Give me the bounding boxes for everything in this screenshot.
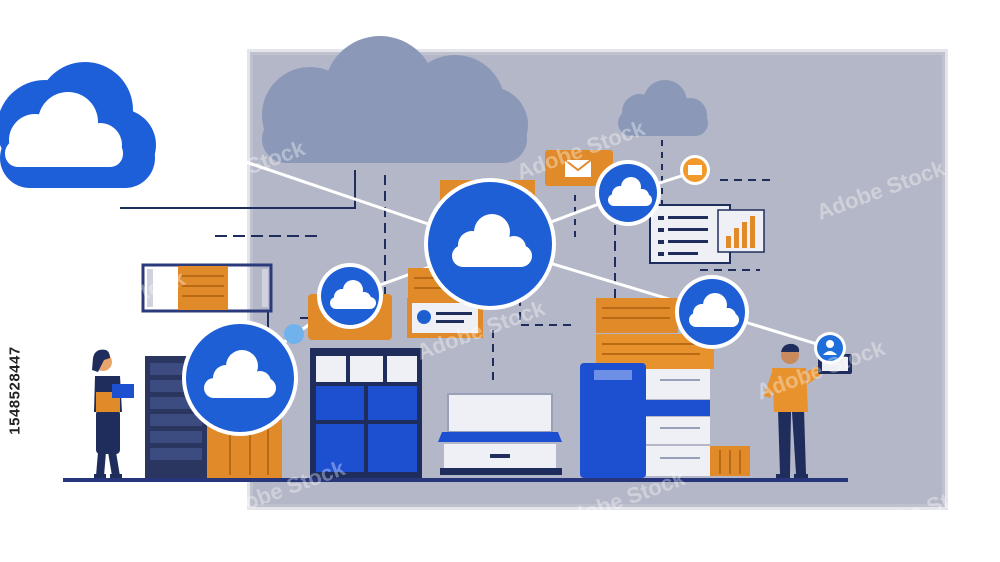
person-right bbox=[764, 343, 852, 478]
cloud-node-icon bbox=[182, 320, 298, 436]
svg-text:Adobe Stock: Adobe Stock bbox=[713, 0, 849, 45]
stock-id-text: 1548528447 bbox=[6, 345, 24, 435]
envelope-box bbox=[545, 150, 613, 186]
large-cloud-logo-icon bbox=[0, 62, 156, 188]
svg-text:Adobe Stock: Adobe Stock bbox=[33, 0, 169, 45]
svg-text:Adobe Stock: Adobe Stock bbox=[373, 0, 509, 35]
cloud-node-icon bbox=[675, 275, 749, 349]
gray-cloud-small-icon bbox=[618, 80, 708, 136]
stock-id-label: 1548528447 bbox=[2, 300, 28, 480]
cloud-node-icon bbox=[317, 263, 383, 329]
cloud-node-icon bbox=[424, 178, 556, 310]
gray-cloud-large-icon bbox=[262, 36, 528, 163]
rack-frame bbox=[141, 263, 273, 313]
svg-text:Adobe Stock: Adobe Stock bbox=[53, 265, 189, 335]
document-badge-icon bbox=[680, 155, 710, 185]
user-avatar-icon bbox=[814, 332, 846, 364]
bar-chart-icon bbox=[717, 209, 765, 253]
blue-server-tower bbox=[580, 363, 750, 478]
person-left bbox=[92, 349, 134, 478]
small-blue-dot bbox=[284, 324, 304, 344]
ground-line bbox=[63, 478, 848, 482]
dashboard-screen bbox=[649, 204, 765, 264]
storage-cabinet-icon bbox=[310, 348, 422, 478]
laptop-icon bbox=[438, 393, 562, 475]
cloud-node-icon bbox=[595, 160, 661, 226]
